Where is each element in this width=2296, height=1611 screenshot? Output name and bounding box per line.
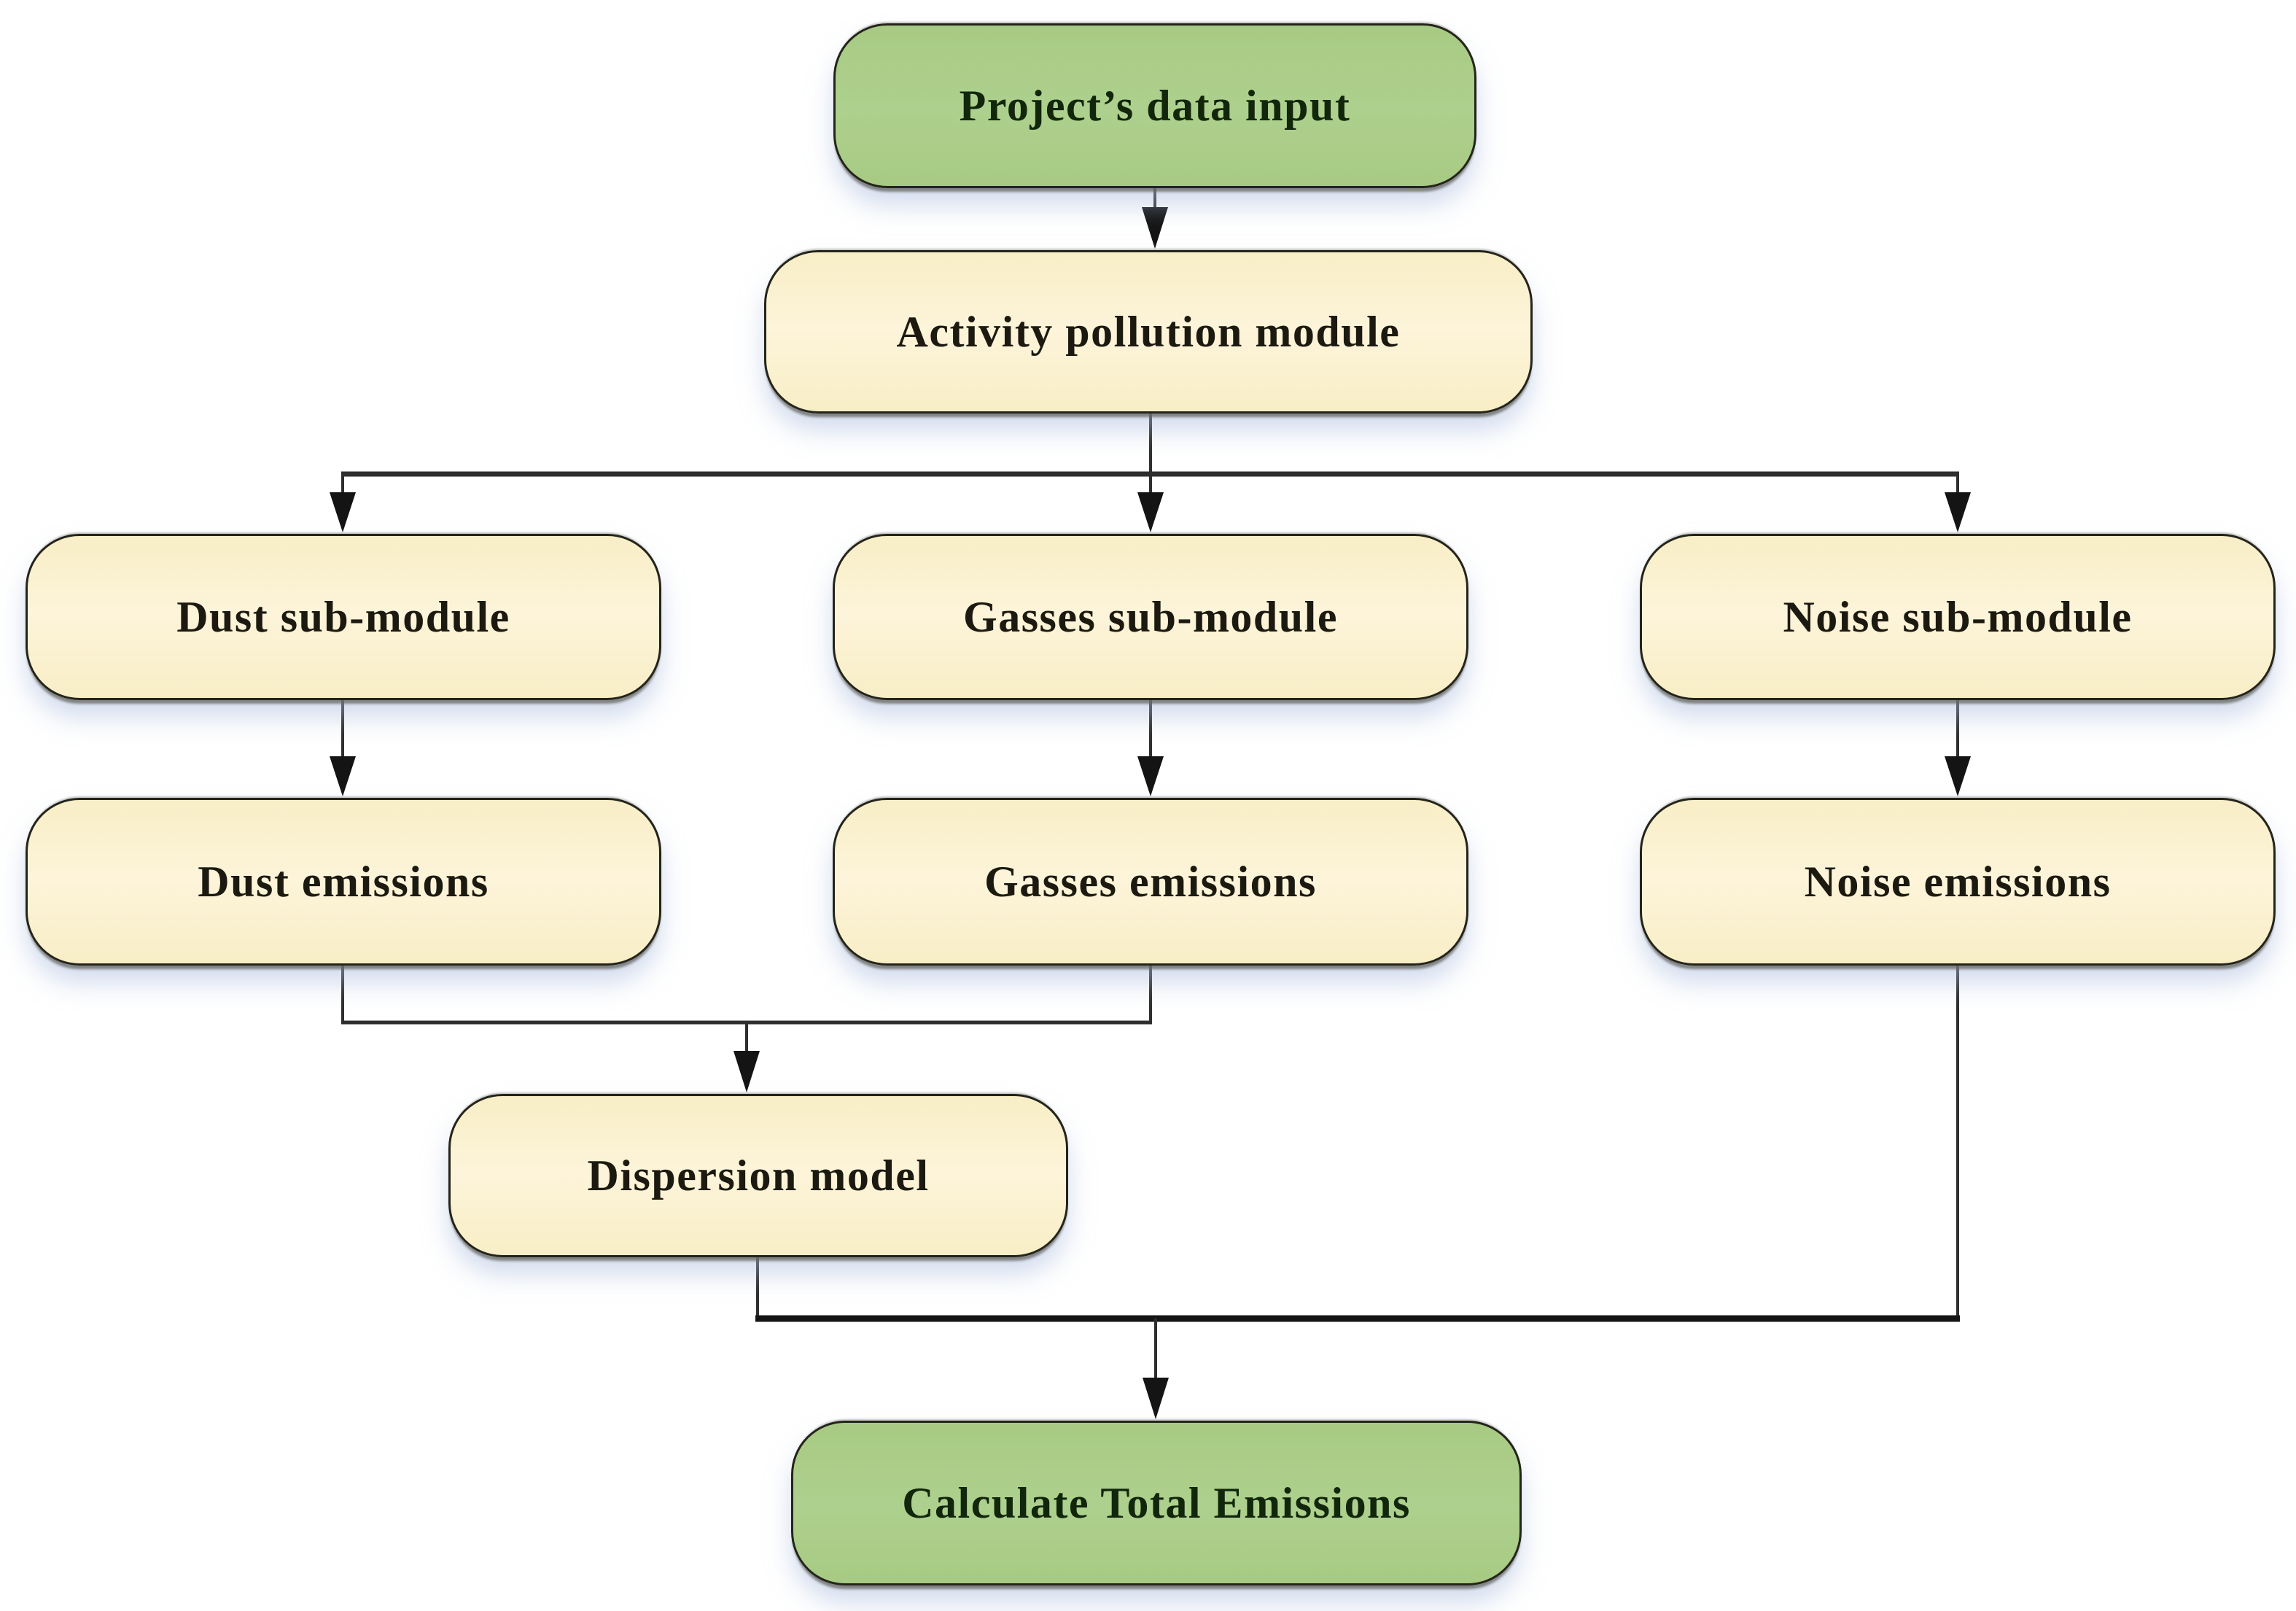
- node-project-data-input: Project’s data input: [833, 23, 1476, 188]
- node-label: Dust sub-module: [176, 592, 510, 641]
- node-label: Noise emissions: [1804, 857, 2112, 906]
- node-activity-pollution-module: Activity pollution module: [764, 250, 1533, 414]
- node-label: Activity pollution module: [896, 307, 1401, 356]
- edge-emissions-to-dispersion: [341, 966, 1152, 1092]
- node-label: Dust emissions: [198, 857, 489, 906]
- arrowhead: [1137, 492, 1164, 532]
- edge-dust-submodule-to-emissions: [330, 700, 356, 796]
- node-label: Dispersion model: [587, 1151, 930, 1200]
- node-label: Project’s data input: [959, 81, 1351, 130]
- node-dust-sub-module: Dust sub-module: [26, 534, 661, 700]
- arrowhead: [1142, 207, 1168, 249]
- node-calculate-total-emissions: Calculate Total Emissions: [791, 1421, 1522, 1585]
- node-dispersion-model: Dispersion model: [448, 1094, 1068, 1257]
- arrowhead: [1143, 1378, 1169, 1419]
- node-gasses-emissions: Gasses emissions: [833, 798, 1468, 966]
- arrowhead: [1945, 756, 1971, 796]
- node-noise-sub-module: Noise sub-module: [1640, 534, 2276, 700]
- edge-project-to-activity: [1142, 188, 1168, 249]
- arrowhead: [1945, 492, 1971, 532]
- edge-noise-submodule-to-emissions: [1945, 700, 1971, 796]
- node-dust-emissions: Dust emissions: [26, 798, 661, 966]
- arrowhead: [330, 492, 356, 532]
- node-label: Noise sub-module: [1783, 592, 2133, 641]
- node-label: Calculate Total Emissions: [902, 1478, 1411, 1527]
- edge-gasses-submodule-to-emissions: [1137, 700, 1164, 796]
- node-gasses-sub-module: Gasses sub-module: [833, 534, 1468, 700]
- node-label: Gasses sub-module: [963, 592, 1338, 641]
- node-label: Gasses emissions: [984, 857, 1317, 906]
- edge-activity-branch: [330, 414, 1971, 532]
- node-noise-emissions: Noise emissions: [1640, 798, 2276, 966]
- arrowhead: [330, 756, 356, 796]
- arrowhead: [1137, 756, 1164, 796]
- arrowhead: [733, 1051, 760, 1092]
